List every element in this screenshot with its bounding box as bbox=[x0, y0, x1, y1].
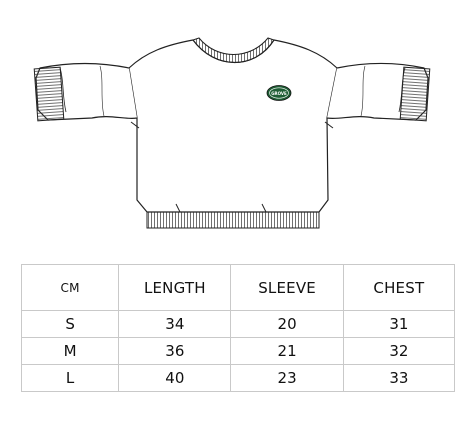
logo-text: GROVE bbox=[271, 91, 287, 96]
sweatshirt-flat-sketch: GROVE bbox=[33, 37, 431, 229]
size-chart-table: CM LENGTH SLEEVE CHEST S 34 20 31 M 36 2… bbox=[20, 264, 456, 392]
logo-badge: GROVE bbox=[266, 85, 292, 101]
header-row: CM LENGTH SLEEVE CHEST bbox=[20, 264, 456, 311]
size-cell: L bbox=[20, 364, 120, 392]
header-unit: CM bbox=[20, 264, 120, 311]
chest-cell: 31 bbox=[342, 310, 456, 338]
table-row: L 40 23 33 bbox=[20, 364, 456, 392]
table-row: M 36 21 32 bbox=[20, 337, 456, 365]
header-length: LENGTH bbox=[118, 264, 232, 311]
garment-illustration: GROVE bbox=[33, 37, 431, 229]
size-cell: S bbox=[20, 310, 120, 338]
chest-cell: 32 bbox=[342, 337, 456, 365]
length-cell: 36 bbox=[118, 337, 232, 365]
header-sleeve: SLEEVE bbox=[230, 264, 344, 311]
length-cell: 40 bbox=[118, 364, 232, 392]
sleeve-cell: 21 bbox=[230, 337, 344, 365]
sleeve-cell: 23 bbox=[230, 364, 344, 392]
sleeve-cell: 20 bbox=[230, 310, 344, 338]
header-chest: CHEST bbox=[342, 264, 456, 311]
size-cell: M bbox=[20, 337, 120, 365]
table-row: S 34 20 31 bbox=[20, 310, 456, 338]
length-cell: 34 bbox=[118, 310, 232, 338]
chest-cell: 33 bbox=[342, 364, 456, 392]
